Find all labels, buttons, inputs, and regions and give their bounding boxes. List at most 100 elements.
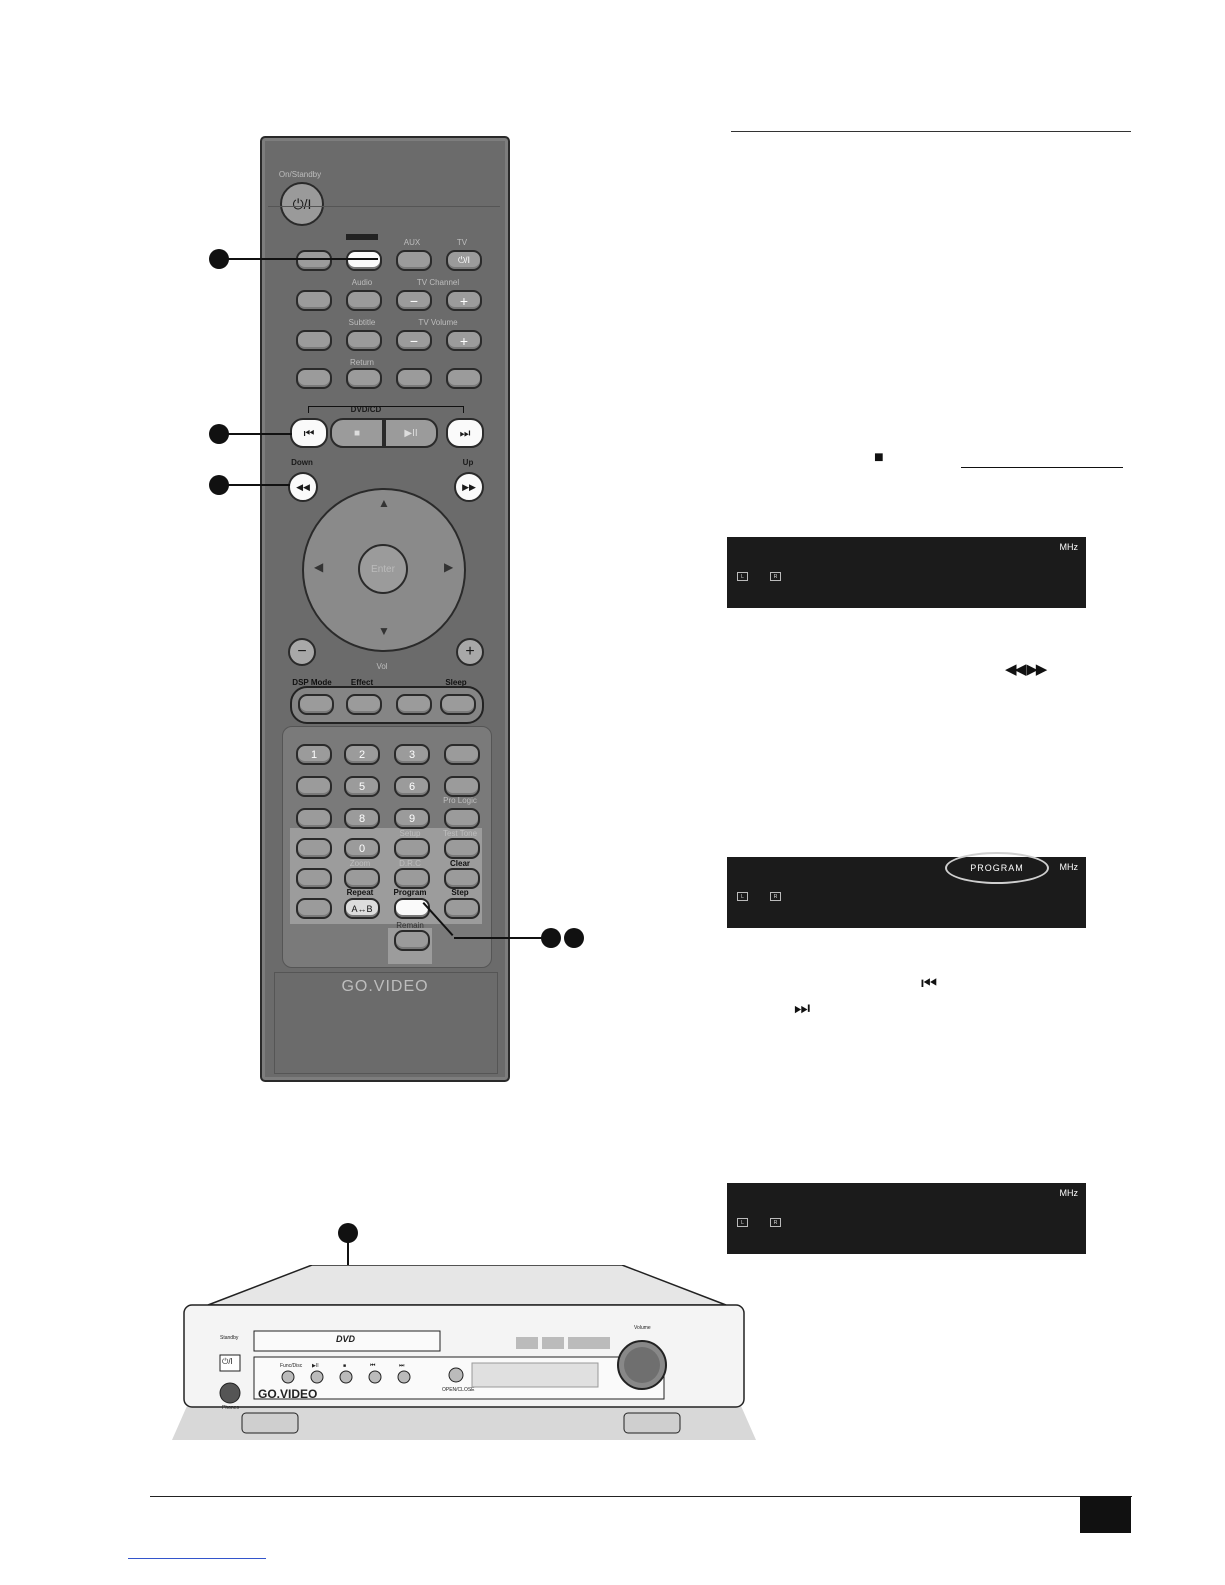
row3-button-1[interactable]	[296, 330, 332, 351]
setup-button[interactable]	[394, 838, 430, 859]
test-tone-button[interactable]	[444, 838, 480, 859]
sleep-label: Sleep	[445, 678, 467, 687]
repeat-ab-button[interactable]: A↔B	[344, 898, 380, 919]
skip-forward-icon: ⏭	[794, 998, 811, 1018]
player-brand-logo: GO.VIDEO	[258, 1387, 318, 1401]
nav-right-button[interactable]: ▶	[444, 560, 453, 574]
minus-icon: −	[409, 292, 419, 309]
arrow-right-icon: ▶	[444, 560, 454, 574]
key-row2-1[interactable]	[296, 776, 332, 797]
source-button-1[interactable]	[296, 250, 332, 271]
clear-button[interactable]	[444, 868, 480, 889]
arrow-left-icon: ◀	[314, 560, 324, 574]
tv-volume-down-button[interactable]: −	[396, 330, 432, 351]
source-button-aux[interactable]	[396, 250, 432, 271]
drc-label: D.R.C	[399, 859, 421, 868]
key-row5-1[interactable]	[296, 868, 332, 889]
row4-button-3[interactable]	[396, 368, 432, 389]
dvdcd-bracket	[308, 406, 464, 413]
step-button[interactable]	[444, 898, 480, 919]
unit-label: MHz	[1059, 1188, 1079, 1198]
callout-marker	[541, 928, 561, 948]
mode-button-3[interactable]	[396, 694, 432, 715]
enter-label: Enter	[371, 563, 395, 575]
footer-rule	[150, 1496, 1132, 1497]
prev-button[interactable]: ⏮	[290, 418, 328, 448]
play-pause-icon: ▶II	[404, 427, 418, 439]
key-5[interactable]: 5	[344, 776, 380, 797]
callout-marker	[209, 475, 229, 495]
function-button-label: Func/Disc	[280, 1363, 303, 1369]
volume-down-button[interactable]: −	[288, 638, 316, 666]
plus-icon: +	[465, 643, 475, 660]
dsp-mode-button[interactable]	[298, 694, 334, 715]
key-row1-4[interactable]	[444, 744, 480, 765]
tv-power-button[interactable]: ⏻/I	[446, 250, 482, 271]
volume-label: Vol	[376, 662, 388, 671]
zoom-button[interactable]	[344, 868, 380, 889]
program-label: Program	[393, 888, 427, 897]
skip-back-icon: ⏮	[370, 1363, 376, 1369]
program-button[interactable]	[394, 898, 430, 919]
key-9[interactable]: 9	[394, 808, 430, 829]
subtitle-button[interactable]	[346, 330, 382, 351]
volume-up-button[interactable]: +	[456, 638, 484, 666]
play-pause-icon: ▶II	[312, 1363, 319, 1369]
key-3[interactable]: 3	[394, 744, 430, 765]
callout-line	[220, 433, 292, 435]
plus-icon: +	[459, 332, 469, 349]
key-row2-4[interactable]	[444, 776, 480, 797]
drc-button[interactable]	[394, 868, 430, 889]
pro-logic-button[interactable]	[444, 808, 480, 829]
tv-volume-label: TV Volume	[418, 318, 458, 327]
key-row4-1[interactable]	[296, 838, 332, 859]
player-body	[172, 1265, 756, 1440]
enter-button[interactable]: Enter	[358, 544, 408, 594]
nav-up-button[interactable]: ▲	[378, 496, 390, 510]
power-icon: ⏻/I	[292, 195, 312, 212]
skip-forward-icon: ⏭	[459, 425, 471, 440]
sleep-button[interactable]	[440, 694, 476, 715]
key-0[interactable]: 0	[344, 838, 380, 859]
tv-channel-up-button[interactable]: +	[446, 290, 482, 311]
row2-button-1[interactable]	[296, 290, 332, 311]
next-button[interactable]: ⏭	[446, 418, 484, 448]
stop-icon: ■	[874, 449, 884, 466]
power-button[interactable]: ⏻/I	[280, 182, 324, 226]
row1-label-aux: AUX	[403, 238, 421, 247]
row4-button-1[interactable]	[296, 368, 332, 389]
nav-left-button[interactable]: ◀	[314, 560, 323, 574]
audio-button[interactable]	[346, 290, 382, 311]
clear-label: Clear	[449, 859, 471, 868]
stop-button[interactable]: ■	[330, 418, 384, 448]
tv-volume-up-button[interactable]: +	[446, 330, 482, 351]
display-panel: MHz L R	[727, 537, 1086, 608]
effect-button[interactable]	[346, 694, 382, 715]
unit-label: MHz	[1059, 862, 1079, 872]
remote-bottom-section	[274, 972, 498, 1074]
key-1[interactable]: 1	[296, 744, 332, 765]
remain-button[interactable]	[394, 930, 430, 951]
page-number-box	[1080, 1496, 1131, 1533]
channel-left-indicator: L	[737, 892, 748, 901]
key-row6-1[interactable]	[296, 898, 332, 919]
minus-icon: −	[409, 332, 419, 349]
rewind-icon: ◀◀	[296, 481, 310, 492]
key-6[interactable]: 6	[394, 776, 430, 797]
row4-button-4[interactable]	[446, 368, 482, 389]
remain-label: Remain	[396, 921, 424, 930]
volume-label: Volume	[634, 1325, 651, 1331]
key-row3-1[interactable]	[296, 808, 332, 829]
fast-forward-button[interactable]: ▶▶	[454, 472, 484, 502]
key-8[interactable]: 8	[344, 808, 380, 829]
rewind-button[interactable]: ◀◀	[288, 472, 318, 502]
source-button-dvd[interactable]	[346, 250, 382, 271]
tv-channel-down-button[interactable]: −	[396, 290, 432, 311]
callout-line	[220, 484, 290, 486]
key-2[interactable]: 2	[344, 744, 380, 765]
channel-left-indicator: L	[737, 1218, 748, 1227]
return-button[interactable]	[346, 368, 382, 389]
play-pause-button[interactable]: ▶II	[384, 418, 438, 448]
underline	[961, 467, 1123, 468]
nav-down-button[interactable]: ▼	[378, 624, 390, 638]
